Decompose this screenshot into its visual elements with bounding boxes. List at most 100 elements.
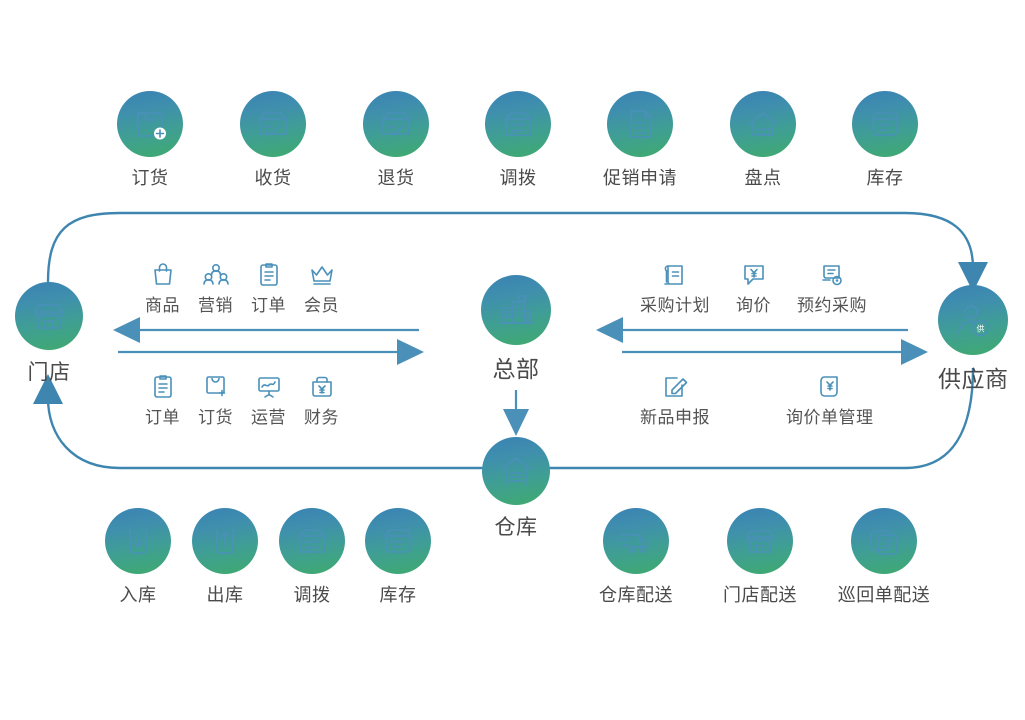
chip-inventory-top[interactable]: 库存 xyxy=(825,91,945,190)
chip-route-delivery[interactable]: 巡回单配送 xyxy=(824,508,944,607)
chip-warehouse-delivery[interactable]: 仓库配送 xyxy=(576,508,696,607)
item-label: 财务 xyxy=(304,408,339,427)
outer-bottom-flow xyxy=(33,367,975,470)
chip-label: 库存 xyxy=(379,585,417,605)
item-finance[interactable]: 财务 xyxy=(304,366,339,428)
item-member[interactable]: 会员 xyxy=(304,254,339,316)
item-label: 订货 xyxy=(198,408,233,427)
hq-supplier-reverse-arrow xyxy=(596,317,908,343)
chip-promotion-application[interactable]: 促销申请 xyxy=(580,91,700,190)
order-request-icon xyxy=(117,91,183,157)
chip-stocktaking[interactable]: 盘点 xyxy=(703,91,823,190)
finance-yen-icon xyxy=(304,366,339,400)
warehouse-icon xyxy=(482,437,550,505)
item-label: 运营 xyxy=(251,408,286,427)
transfer-box-icon xyxy=(279,508,345,574)
item-label: 新品申报 xyxy=(640,408,710,427)
order-clipboard-icon xyxy=(251,254,286,288)
store-hq-lower-items: 订单 订货 运营 xyxy=(145,366,339,428)
hub-store[interactable]: 门店 xyxy=(14,282,84,386)
hq-supplier-forward-arrow xyxy=(622,339,928,365)
chip-order-request[interactable]: 订货 xyxy=(90,91,210,190)
item-inquiry-sheet-management[interactable]: 询价单管理 xyxy=(786,366,874,428)
chip-label: 收货 xyxy=(254,168,292,188)
chip-inventory-bottom[interactable]: 库存 xyxy=(338,508,458,607)
price-inquiry-icon xyxy=(736,254,771,288)
route-document-icon xyxy=(851,508,917,574)
outer-top-flow xyxy=(46,211,988,292)
new-product-pencil-icon xyxy=(640,366,710,400)
item-label: 会员 xyxy=(304,296,339,315)
order-clipboard-icon xyxy=(145,366,180,400)
hq-supplier-lower-items: 新品申报 询价单管理 xyxy=(640,366,874,428)
item-price-inquiry[interactable]: 询价 xyxy=(736,254,771,316)
return-goods-icon xyxy=(363,91,429,157)
chip-label: 调拨 xyxy=(293,585,331,605)
chip-label: 门店配送 xyxy=(723,585,797,605)
chip-label: 出库 xyxy=(206,585,244,605)
hq-supplier-upper-items: 采购计划 询价 预约采购 xyxy=(640,254,867,316)
chip-transfer-bottom[interactable]: 调拨 xyxy=(252,508,372,607)
item-product[interactable]: 商品 xyxy=(145,254,180,316)
item-label: 订单 xyxy=(251,296,286,315)
chip-transfer-top[interactable]: 调拨 xyxy=(458,91,578,190)
chip-inbound[interactable]: 入库 xyxy=(78,508,198,607)
outbound-arrow-up-icon xyxy=(192,508,258,574)
hq-warehouse-arrow xyxy=(503,390,529,436)
chip-receive-goods[interactable]: 收货 xyxy=(213,91,333,190)
hub-label: 门店 xyxy=(27,361,71,384)
item-operations[interactable]: 运营 xyxy=(251,366,286,428)
chip-label: 入库 xyxy=(119,585,157,605)
inquiry-sheet-icon xyxy=(786,366,874,400)
hub-label: 供应商 xyxy=(938,366,1009,392)
hub-supplier[interactable]: 供 供应商 xyxy=(938,285,1008,394)
item-order-lower[interactable]: 订单 xyxy=(145,366,180,428)
item-scheduled-purchase[interactable]: 预约采购 xyxy=(797,254,867,316)
store-delivery-icon xyxy=(727,508,793,574)
hub-headquarters[interactable]: 总部 xyxy=(481,275,551,384)
storefront-icon xyxy=(15,282,83,350)
member-crown-icon xyxy=(304,254,339,288)
promotion-document-icon xyxy=(607,91,673,157)
marketing-group-icon xyxy=(198,254,233,288)
operations-chart-icon xyxy=(251,366,286,400)
store-hq-forward-arrow xyxy=(118,339,424,365)
item-order-request[interactable]: 订货 xyxy=(198,366,233,428)
store-hq-reverse-arrow xyxy=(113,317,419,343)
chip-store-delivery[interactable]: 门店配送 xyxy=(700,508,820,607)
stocktaking-house-icon xyxy=(730,91,796,157)
supplier-person-icon: 供 xyxy=(938,285,1008,355)
inbound-arrow-down-icon xyxy=(105,508,171,574)
chip-label: 退货 xyxy=(377,168,415,188)
scheduled-purchase-icon xyxy=(797,254,867,288)
delivery-truck-icon xyxy=(603,508,669,574)
chip-label: 调拨 xyxy=(499,168,537,188)
item-order-upper[interactable]: 订单 xyxy=(251,254,286,316)
item-label: 预约采购 xyxy=(797,296,867,315)
chip-label: 库存 xyxy=(866,168,904,188)
hub-label: 仓库 xyxy=(494,516,538,539)
inventory-box-icon xyxy=(852,91,918,157)
chip-label: 巡回单配送 xyxy=(837,585,931,605)
chip-return-goods[interactable]: 退货 xyxy=(336,91,456,190)
chip-label: 促销申请 xyxy=(603,168,677,188)
item-label: 商品 xyxy=(145,296,180,315)
store-hq-upper-items: 商品 营销 xyxy=(145,254,339,316)
item-label: 营销 xyxy=(198,296,233,315)
hub-label: 总部 xyxy=(492,356,540,382)
order-request-icon xyxy=(198,366,233,400)
item-new-product-declaration[interactable]: 新品申报 xyxy=(640,366,710,428)
item-purchase-plan[interactable]: 采购计划 xyxy=(640,254,710,316)
hub-warehouse[interactable]: 仓库 xyxy=(481,437,551,541)
item-label: 采购计划 xyxy=(640,296,710,315)
item-label: 订单 xyxy=(145,408,180,427)
chip-outbound[interactable]: 出库 xyxy=(165,508,285,607)
item-label: 询价单管理 xyxy=(786,408,874,427)
transfer-box-icon xyxy=(485,91,551,157)
svg-text:供: 供 xyxy=(977,324,985,334)
chip-label: 盘点 xyxy=(744,168,782,188)
receive-goods-icon xyxy=(240,91,306,157)
item-marketing[interactable]: 营销 xyxy=(198,254,233,316)
